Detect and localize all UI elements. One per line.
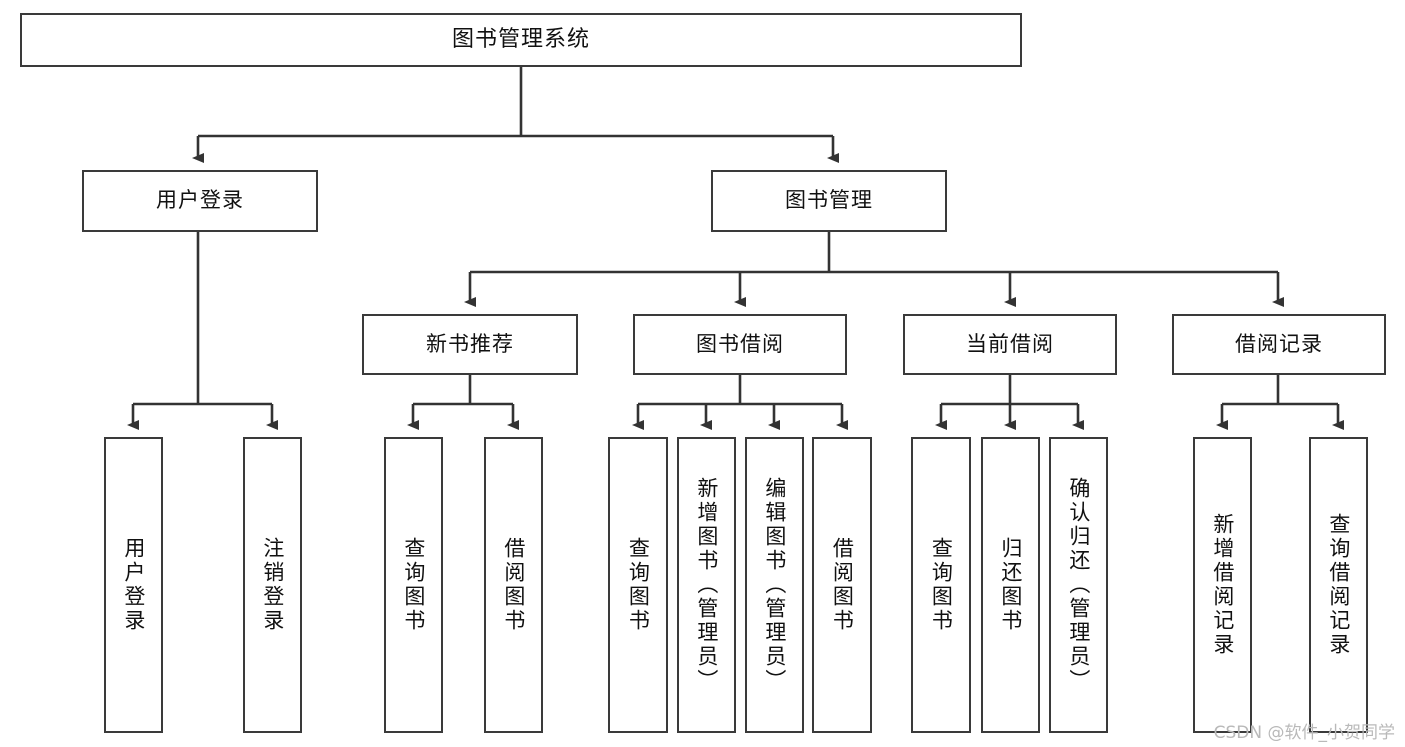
node-label: 编辑图书（管理员） [762,477,787,693]
node-label: 图书管理系统 [451,26,590,52]
csdn-watermark: CSDN @软件_小贺同学 [1213,723,1395,743]
node-new-book-recommendation[interactable]: 新书推荐 [362,314,578,375]
leaf-add-borrow-record[interactable]: 新增借阅记录 [1193,437,1252,733]
node-label: 借阅图书 [830,537,855,633]
node-label: 图书借阅 [696,331,784,356]
leaf-query-borrow-record[interactable]: 查询借阅记录 [1309,437,1368,733]
node-label: 新增借阅记录 [1210,513,1235,657]
node-label: 注销登录 [260,537,285,633]
node-label: 查询图书 [929,537,954,633]
node-label: 新增图书（管理员） [694,477,719,693]
leaf-edit-book-admin[interactable]: 编辑图书（管理员） [745,437,804,733]
node-label: 归还图书 [998,537,1023,633]
node-label: 用户登录 [156,188,244,213]
leaf-query-book-under-borrow[interactable]: 查询图书 [608,437,668,733]
node-user-login[interactable]: 用户登录 [82,170,318,232]
node-label: 查询借阅记录 [1326,513,1351,657]
node-label: 图书管理 [785,188,873,213]
node-label: 借阅图书 [501,537,526,633]
node-current-borrow[interactable]: 当前借阅 [903,314,1117,375]
node-borrow-record[interactable]: 借阅记录 [1172,314,1386,375]
node-label: 用户登录 [121,537,146,633]
leaf-return-book[interactable]: 归还图书 [981,437,1040,733]
node-label: 新书推荐 [426,331,514,356]
leaf-user-login[interactable]: 用户登录 [104,437,163,733]
leaf-borrow-book-under-borrow[interactable]: 借阅图书 [812,437,872,733]
node-label: 查询图书 [626,537,651,633]
node-root-book-management-system[interactable]: 图书管理系统 [20,13,1022,67]
leaf-confirm-return-admin[interactable]: 确认归还（管理员） [1049,437,1108,733]
node-label: 借阅记录 [1235,331,1323,356]
node-label: 查询图书 [401,537,426,633]
node-label: 当前借阅 [966,331,1054,356]
leaf-user-logout[interactable]: 注销登录 [243,437,302,733]
leaf-add-book-admin[interactable]: 新增图书（管理员） [677,437,736,733]
leaf-borrow-book-under-recommendation[interactable]: 借阅图书 [484,437,543,733]
node-book-borrow[interactable]: 图书借阅 [633,314,847,375]
node-label: 确认归还（管理员） [1066,477,1091,693]
leaf-query-book-under-current[interactable]: 查询图书 [911,437,971,733]
node-book-management[interactable]: 图书管理 [711,170,947,232]
leaf-query-book-under-recommendation[interactable]: 查询图书 [384,437,443,733]
